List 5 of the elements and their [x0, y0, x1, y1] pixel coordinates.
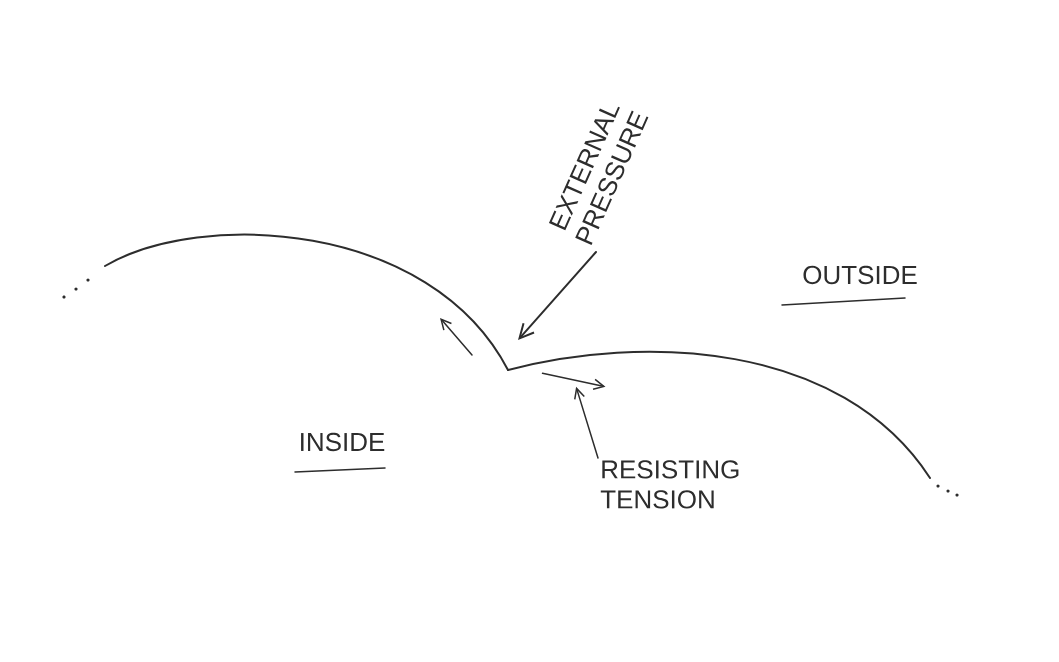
leader-line: [574, 386, 599, 459]
direction-arrow: [541, 372, 606, 390]
handwritten-label: INSIDE: [301, 432, 385, 452]
handwritten-label: OUTSIDE: [803, 265, 917, 285]
handwritten-label: RESISTING TENSION: [600, 460, 739, 509]
